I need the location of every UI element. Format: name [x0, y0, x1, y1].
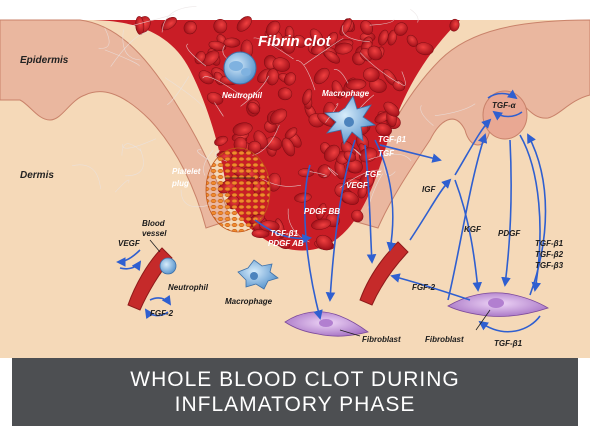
pdgf-ab-label: PDGF AB	[268, 239, 304, 248]
tgf-b3-right-label: TGF-β3	[535, 261, 564, 270]
neutrophil-top-label: Neutrophil	[222, 91, 263, 100]
dermis-label: Dermis	[20, 170, 54, 181]
red-blood-cell	[224, 38, 240, 48]
fibrin-clot-label: Fibrin clot	[258, 33, 332, 50]
blood-vessel-label-line1: Blood	[142, 219, 166, 228]
igf-label: IGF	[422, 185, 436, 194]
neutrophil-bottom-cell	[160, 258, 176, 274]
macrophage-top-label: Macrophage	[322, 89, 370, 98]
pdgf-right-label: PDGF	[498, 229, 521, 238]
blood-vessel-label-line2: vessel	[142, 229, 167, 238]
tgf-b1-plug-label: TGF-β1	[270, 229, 299, 238]
tgf-b1-bottom-label: TGF-β1	[494, 339, 523, 348]
vegf-left-label: VEGF	[118, 239, 141, 248]
wound-healing-illustration: Epidermis Dermis Fibrin clot Neutrophil …	[0, 0, 590, 358]
fibroblast-right-label: Fibroblast	[425, 335, 464, 344]
fgf2-right-label: FGF-2	[412, 283, 436, 292]
red-blood-cell	[298, 168, 314, 177]
background-top	[0, 0, 590, 20]
tgf-a-label: TGF-α	[492, 101, 517, 110]
platelet-label-line2: plug	[171, 179, 189, 188]
tgf-b1-right-label: TGF-β1	[535, 239, 564, 248]
fgf2-left-label: FGF-2	[150, 309, 174, 318]
caption-line-1: WHOLE BLOOD CLOT DURING	[130, 367, 460, 392]
pdgf-bb-label: PDGF BB	[304, 207, 340, 216]
epidermis-label: Epidermis	[20, 55, 69, 66]
kgf-label: KGF	[464, 225, 482, 234]
tgf-top-label: TGF	[378, 149, 395, 158]
neutrophil-bottom-label: Neutrophil	[168, 283, 209, 292]
vegf-mid-label: VEGF	[346, 181, 369, 190]
caption-line-2: INFLAMATORY PHASE	[175, 392, 416, 417]
caption-bar: WHOLE BLOOD CLOT DURING INFLAMATORY PHAS…	[12, 358, 578, 426]
tgf-b2-right-label: TGF-β2	[535, 250, 564, 259]
platelet-label-line1: Platelet	[172, 167, 201, 176]
rete-ridge-bulb	[483, 91, 527, 139]
tgf-b1-top-label: TGF-β1	[378, 135, 407, 144]
neutrophil-top-cell	[224, 52, 256, 84]
platelet-plug	[206, 148, 270, 232]
fibroblast-center-label: Fibroblast	[362, 335, 401, 344]
fgf-mid-label: FGF	[365, 170, 382, 179]
macrophage-bottom-label: Macrophage	[225, 297, 273, 306]
